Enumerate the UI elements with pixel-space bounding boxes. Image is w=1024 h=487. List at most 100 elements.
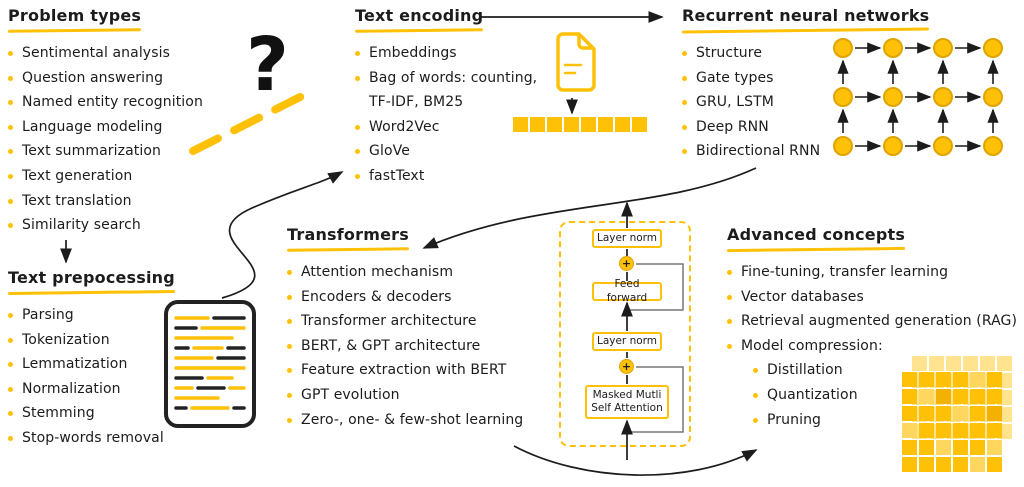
list-item-label: Question answering	[22, 69, 164, 86]
list-item: Zero-, one- & few-shot learning	[287, 408, 542, 433]
bullet-icon	[8, 198, 13, 204]
list-item-label: Normalization	[22, 380, 121, 397]
list-item-label: Stemming	[22, 405, 95, 422]
list-item: Deep RNN	[682, 115, 882, 140]
list-item: Named entity recognition	[8, 90, 248, 115]
list-item-label: Parsing	[22, 307, 74, 323]
title-underline	[7, 289, 175, 296]
list-item: Feature extraction with BERT	[287, 358, 542, 383]
bullet-icon	[355, 124, 360, 130]
bullet-icon	[8, 173, 13, 179]
bullet-icon	[682, 75, 687, 81]
section-title: Problem types	[8, 6, 142, 25]
section-header: Advanced concepts	[726, 225, 906, 253]
section-title: Advanced concepts	[727, 225, 906, 244]
list-item: Vector databases	[727, 285, 1022, 310]
list-item-label: Word2Vec	[369, 118, 440, 135]
bullet-icon	[287, 368, 292, 374]
list-item: Text summarization	[8, 139, 248, 164]
list-item: Pruning	[753, 408, 1022, 433]
bullet-icon	[8, 100, 13, 106]
section-title: Transformers	[287, 225, 409, 244]
bullet-icon	[753, 417, 758, 423]
section-advanced-concepts: Advanced concepts Fine-tuning, transfer …	[726, 225, 1022, 433]
title-underline	[354, 28, 484, 33]
attention-block: Masked Mutli Self Attention	[585, 385, 669, 419]
residual-add-icon: +	[619, 256, 634, 271]
bullet-icon	[8, 124, 13, 130]
bullet-icon	[8, 223, 13, 229]
list-item: Transformer architecture	[287, 309, 542, 334]
list-item-label: Sentimental analysis	[22, 45, 170, 61]
token-square	[547, 117, 562, 132]
token-square	[513, 117, 528, 132]
list-item: GRU, LSTM	[682, 90, 882, 115]
section-rnn: Recurrent neural networks Structure Gate…	[681, 6, 930, 164]
bullet-icon	[355, 149, 360, 155]
document-icon	[164, 300, 256, 428]
list-item: GPT evolution	[287, 383, 542, 408]
layer-norm-block-top: Layer norm	[592, 229, 662, 248]
list-item-label: Deep RNN	[696, 118, 769, 135]
section-header: Transformers	[286, 225, 409, 252]
bullet-icon	[287, 270, 292, 275]
layer-norm-block-mid: Layer norm	[592, 332, 662, 351]
list-item: Tokenization	[8, 328, 218, 353]
bullet-icon	[727, 319, 732, 325]
list-item: Structure	[682, 41, 882, 66]
list-item: Embeddings	[355, 41, 560, 66]
list-item-label: Vector databases	[741, 288, 864, 305]
bullet-icon	[682, 124, 687, 130]
token-square	[598, 117, 613, 132]
matrix-grid-icon	[902, 356, 1014, 474]
list-item: Text generation	[8, 164, 248, 189]
list-item: Text translation	[8, 189, 248, 214]
list-item: Bidirectional RNN	[682, 139, 882, 164]
token-squares-icon	[513, 117, 647, 132]
bullet-icon	[753, 368, 758, 374]
list-item-label: GloVe	[369, 143, 410, 160]
list-item: Retrieval augmented generation (RAG)	[727, 309, 1022, 334]
list-item-label: Model compression:	[741, 337, 883, 354]
title-underline	[286, 247, 409, 252]
token-square	[530, 117, 545, 132]
list-item: Sentimental analysis	[8, 41, 248, 66]
list-item-label: Tokenization	[22, 331, 110, 348]
bullet-icon	[727, 343, 732, 349]
list-item: Distillation	[753, 358, 1022, 383]
bullet-icon	[287, 417, 292, 423]
list-item: Stemming	[8, 401, 218, 426]
token-square	[581, 117, 596, 132]
list-item: Bag of words: counting, TF-IDF, BM25	[355, 66, 560, 115]
bullet-icon	[8, 435, 13, 441]
bullet-icon	[8, 313, 13, 318]
list-item: Lemmatization	[8, 352, 218, 377]
list-item: Question answering	[8, 66, 248, 91]
list-item-label: fastText	[369, 167, 425, 184]
bullet-icon	[287, 294, 292, 300]
bullet-icon	[727, 270, 732, 275]
bullet-icon	[287, 319, 292, 325]
list-item-label: Gate types	[696, 69, 774, 86]
list-item: GloVe	[355, 139, 560, 164]
bullet-icon	[355, 75, 360, 81]
bullet-icon	[8, 362, 13, 368]
section-title: Text prepocessing	[8, 268, 175, 287]
list-item-label: Zero-, one- & few-shot learning	[301, 411, 524, 428]
list-item: Fine-tuning, transfer learning	[727, 260, 1022, 285]
list-item: Parsing	[8, 303, 218, 328]
list-item-label: Text summarization	[22, 143, 161, 160]
list-item-label: Structure	[696, 45, 763, 61]
bullet-icon	[355, 51, 360, 56]
list-item-label: Distillation	[767, 362, 843, 379]
bullet-icon	[8, 337, 13, 343]
list-item: Word2Vec	[355, 115, 560, 140]
list-item: Similarity search	[8, 213, 248, 238]
list-item-label: Stop-words removal	[22, 429, 164, 446]
title-underline	[7, 28, 142, 33]
bullet-icon	[8, 149, 13, 155]
list-item-label: Encoders & decoders	[301, 288, 452, 305]
list-item: Language modeling	[8, 115, 248, 140]
bullet-icon	[8, 51, 13, 56]
